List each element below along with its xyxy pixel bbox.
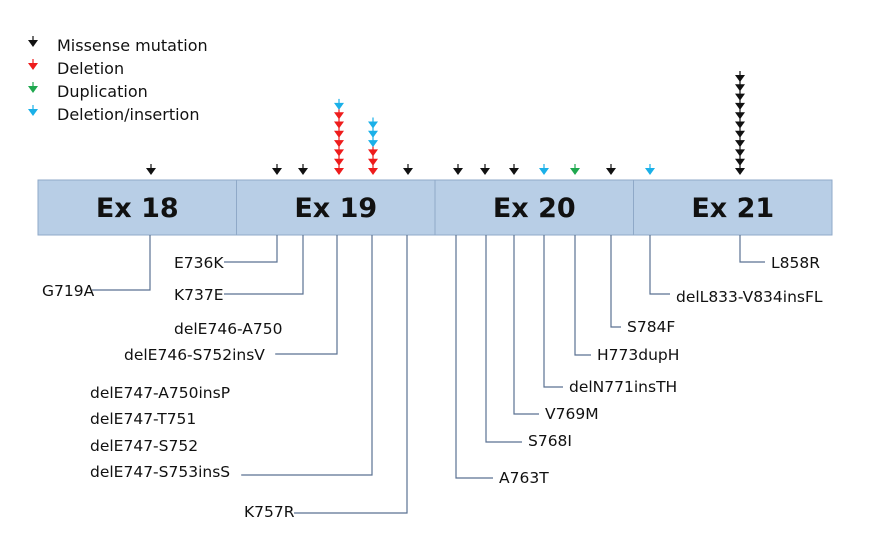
mutation-arrow-1-0-icon (272, 164, 282, 175)
legend-label-missense: Missense mutation (57, 36, 208, 55)
mutation-arrow-5-0-icon (403, 164, 413, 175)
legend-deletion-insertion-icon (28, 105, 38, 116)
mutation-label-16: delL833-V834insFL (676, 288, 823, 306)
leader-line-9 (294, 235, 408, 514)
mutation-label-7: delE747-S752 (90, 437, 198, 455)
exon-label-21: Ex 21 (691, 193, 774, 224)
legend-label-duplication: Duplication (57, 82, 148, 101)
exon-segment-21 (633, 179, 833, 236)
leader-line-12 (513, 235, 539, 415)
mutation-arrow-0-0-icon (146, 164, 156, 175)
leader-line-8 (241, 235, 373, 476)
mutation-arrow-2-0-icon (298, 164, 308, 175)
mutation-arrow-9-0-icon (539, 164, 549, 175)
leader-line-4 (275, 235, 338, 355)
exon-label-19: Ex 19 (294, 193, 377, 224)
exon-label-18: Ex 18 (96, 193, 179, 224)
exon-segment-19 (236, 179, 436, 236)
exon-segment-18 (37, 179, 237, 236)
mutation-arrow-3-7-icon (334, 98, 344, 110)
mutation-label-9: K757R (244, 503, 295, 521)
leader-lines (92, 235, 765, 514)
exon-label-20: Ex 20 (493, 193, 576, 224)
legend-duplication-icon (28, 82, 38, 93)
mutation-arrow-13-10-icon (735, 71, 745, 82)
mutation-label-2: K737E (174, 286, 224, 304)
leader-line-16 (649, 235, 670, 295)
leader-line-13 (543, 235, 563, 388)
mutation-label-6: delE747-T751 (90, 410, 196, 428)
leader-line-0 (92, 235, 151, 291)
legend-label-deletion: Deletion (57, 59, 124, 78)
mutation-label-0: G719A (42, 282, 95, 300)
mutation-arrow-12-0-icon (645, 164, 655, 175)
mutation-label-17: L858R (771, 254, 820, 272)
leader-line-14 (574, 235, 591, 356)
mutation-arrows (146, 71, 745, 175)
mutation-arrow-8-0-icon (509, 164, 519, 175)
mutation-label-3: delE746-A750 (174, 320, 283, 338)
mutation-label-15: S784F (627, 318, 675, 336)
legend-deletion-icon (28, 59, 38, 70)
leader-line-15 (610, 235, 621, 328)
mutation-arrow-6-0-icon (453, 164, 463, 175)
legend-missense-icon (28, 36, 38, 47)
mutation-labels: G719A E736K K737E delE746-A750 delE746-S752i… (42, 254, 823, 521)
exon-bar: Ex 18 Ex 19 Ex 20 Ex 21 (37, 179, 833, 236)
mutation-arrow-7-0-icon (480, 164, 490, 175)
legend-label-deletion-insertion: Deletion/insertion (57, 105, 199, 124)
mutation-arrow-11-0-icon (606, 164, 616, 175)
mutation-arrow-10-0-icon (570, 164, 580, 175)
mutation-label-10: A763T (499, 469, 549, 487)
leader-line-11 (485, 235, 522, 443)
leader-line-2 (224, 235, 304, 295)
mutation-label-8: delE747-S753insS (90, 463, 230, 481)
mutation-label-5: delE747-A750insP (90, 384, 230, 402)
mutation-label-4: delE746-S752insV (124, 346, 265, 364)
legend: Missense mutationDeletionDuplicationDele… (28, 36, 208, 124)
mutation-arrow-4-5-icon (368, 117, 378, 129)
leader-line-17 (739, 235, 765, 263)
mutation-label-12: V769M (545, 405, 599, 423)
mutation-label-13: delN771insTH (569, 378, 677, 396)
mutation-label-11: S768I (528, 432, 572, 450)
leader-line-1 (224, 235, 278, 263)
mutation-label-14: H773dupH (597, 346, 679, 364)
exon-segment-20 (434, 179, 634, 236)
mutation-label-1: E736K (174, 254, 224, 272)
leader-line-10 (455, 235, 493, 479)
